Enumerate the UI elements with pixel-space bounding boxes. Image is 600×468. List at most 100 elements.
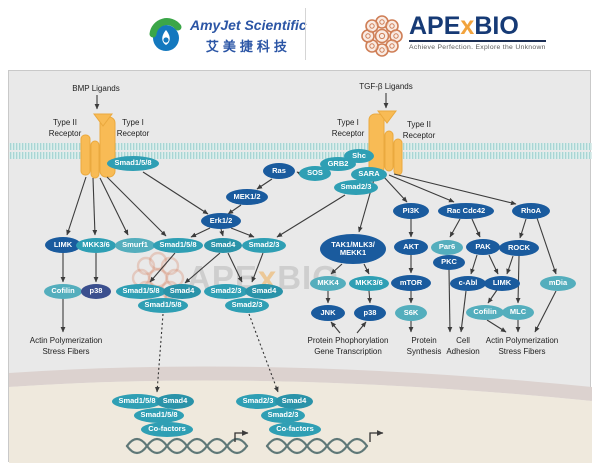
- tgf-ligand-triangle: [377, 110, 397, 124]
- protein-phosphorylation-label-line-1: Gene Transcription: [314, 347, 382, 356]
- bmp-ligands-label-line-0: BMP Ligands: [72, 84, 120, 93]
- type2-receptor-right-label: Type II Receptor: [354, 119, 484, 141]
- node-limk-36: LIMK: [484, 275, 520, 291]
- tgf-ligands-label: TGF-β Ligands: [321, 81, 451, 92]
- type2-receptor-right-label-line-1: Receptor: [402, 131, 436, 140]
- tgf-receptor: [368, 110, 403, 176]
- node-tak1-mlk3--23: TAK1/MLK3/MEKK1: [320, 234, 386, 264]
- node-p38-16: p38: [81, 283, 111, 299]
- type2-receptor-left-label-line-1: Receptor: [48, 129, 82, 138]
- node-pi3k-24: PI3K: [393, 203, 429, 219]
- type1-receptor-right-label-line-0: Type I: [337, 118, 359, 127]
- node-smad2-3-14: Smad2/3: [242, 237, 286, 253]
- node-c-abl-35: c-Abl: [450, 275, 486, 291]
- node-smad2-3-47: Smad2/3: [236, 393, 280, 409]
- type1-receptor-right-label-line-1: Receptor: [331, 129, 365, 138]
- node-smad1-5-8-17: Smad1/5/8: [116, 283, 166, 299]
- node-pkc-29: PKC: [433, 254, 465, 270]
- node-rhoa-26: RhoA: [512, 203, 550, 219]
- node-smad4-13: Smad4: [204, 237, 242, 253]
- tgf-ligands-label-line-0: TGF-β Ligands: [359, 82, 413, 91]
- apexbio-logo[interactable]: APExBIO Achieve Perfection. Explore the …: [359, 13, 546, 59]
- apexbio-rule: [409, 40, 546, 42]
- node-mlc-42: MLC: [502, 304, 534, 320]
- apexbio-logo-text: APExBIO Achieve Perfection. Explore the …: [409, 13, 546, 51]
- bmp-ligand-triangle: [93, 113, 113, 127]
- apexbio-tagline: Achieve Perfection. Explore the Unknown: [409, 44, 546, 51]
- actin-left-label-line-1: Stress Fibers: [42, 347, 90, 356]
- node-smurf1-11: Smurf1: [115, 237, 155, 253]
- dna-right: [265, 437, 369, 455]
- type1-receptor-right-label: Type I Receptor: [283, 117, 413, 139]
- header-divider: [305, 8, 306, 60]
- apexbio-name: APExBIO: [409, 12, 519, 40]
- node-par6-28: Par6: [431, 239, 463, 255]
- node-smad2-3-5: Smad2/3: [334, 179, 378, 195]
- node-ras-6: Ras: [263, 163, 295, 179]
- node-tak1-mlk3--23-line-1: MEKK1: [339, 248, 367, 257]
- node-smad4-21: Smad4: [245, 283, 283, 299]
- pathway-diagram: APExBIO: [8, 70, 592, 463]
- apexbio-flower-icon: [361, 15, 403, 57]
- transcription-start-arrows: [234, 430, 384, 442]
- type2-receptor-left-label-line-0: Type II: [52, 118, 77, 127]
- cell-adhesion-label-line-1: Adhesion: [446, 347, 480, 356]
- node-limk-9: LIMK: [45, 237, 81, 253]
- node-cofilin-15: Cofilin: [44, 283, 82, 299]
- node-sos-3: SOS: [299, 165, 331, 181]
- node-akt-27: AKT: [394, 239, 428, 255]
- node-sara-4: SARA: [351, 166, 387, 182]
- actin-right-label-line-1: Stress Fibers: [498, 347, 546, 356]
- cell-membrane: [9, 143, 592, 159]
- node-mtor-34: mTOR: [391, 275, 431, 291]
- protein-synthesis-label-line-0: Protein: [411, 336, 437, 345]
- node-grb2-2: GRB2: [320, 157, 356, 171]
- node-mkk4-32: MKK4: [310, 275, 346, 291]
- node-smad2-3-20: Smad2/3: [204, 283, 248, 299]
- node-tak1-mlk3--23-line-0: TAK1/MLK3/: [331, 240, 375, 249]
- type2-receptor-right-label-line-0: Type II: [406, 120, 431, 129]
- actin-right-label-line-0: Actin Polymerization: [485, 336, 559, 345]
- arrows: [60, 93, 557, 334]
- type2-receptor-left-label: Type II Receptor: [0, 117, 130, 139]
- node-erk1-2-8: Erk1/2: [201, 213, 241, 229]
- node-smad4-48: Smad4: [275, 393, 313, 409]
- node-p38-39: p38: [354, 305, 386, 321]
- node-rock-31: ROCK: [499, 240, 539, 256]
- amyjet-name: AmyJet Scientific: [190, 17, 307, 33]
- dna-left: [125, 437, 249, 455]
- node-smad1-5-8-12: Smad1/5/8: [153, 237, 203, 253]
- protein-phosphorylation-label-line-0: Protein Phophorylation: [307, 336, 389, 345]
- node-rac-cdc42-25: Rac Cdc42: [438, 203, 494, 219]
- type1-receptor-left-label-line-1: Receptor: [116, 129, 150, 138]
- node-smad1-5-8-45: Smad1/5/8: [134, 407, 184, 423]
- node-s6k-40: S6K: [395, 305, 427, 321]
- amyjet-logo-icon: [149, 18, 182, 51]
- protein-synthesis-label-line-1: Synthesis: [406, 347, 442, 356]
- actin-left-label-line-0: Actin Polymerization: [29, 336, 103, 345]
- dashed-arrows: [154, 313, 279, 393]
- node-jnk-38: JNK: [311, 305, 345, 321]
- node-smad2-3-49: Smad2/3: [261, 407, 305, 423]
- node-mdia-37: mDia: [540, 275, 576, 291]
- node-co-factors-46: Co-factors: [141, 421, 193, 437]
- node-smad2-3-22: Smad2/3: [225, 297, 269, 313]
- node-smad4-18: Smad4: [163, 283, 201, 299]
- type1-receptor-left-label: Type I Receptor: [68, 117, 198, 139]
- node-cofilin-41: Cofilin: [466, 304, 504, 320]
- amyjet-chinese-name: 艾美捷科技: [205, 39, 291, 54]
- node-mek1-2-7: MEK1/2: [226, 189, 268, 205]
- node-smad4-44: Smad4: [156, 393, 194, 409]
- amyjet-logo-text: AmyJet Scientific 艾美捷科技: [190, 17, 307, 55]
- node-mkk3-6-10: MKK3/6: [76, 237, 116, 253]
- type1-receptor-left-label-line-0: Type I: [122, 118, 144, 127]
- header: AmyJet Scientific 艾美捷科技 APExBIO Achieve …: [8, 2, 592, 66]
- amyjet-logo[interactable]: AmyJet Scientific 艾美捷科技: [149, 17, 307, 55]
- cell-adhesion-label-line-0: Cell: [456, 336, 470, 345]
- node-smad1-5-8-19: Smad1/5/8: [138, 297, 188, 313]
- node-smad1-5-8-0: Smad1/5/8: [107, 155, 159, 171]
